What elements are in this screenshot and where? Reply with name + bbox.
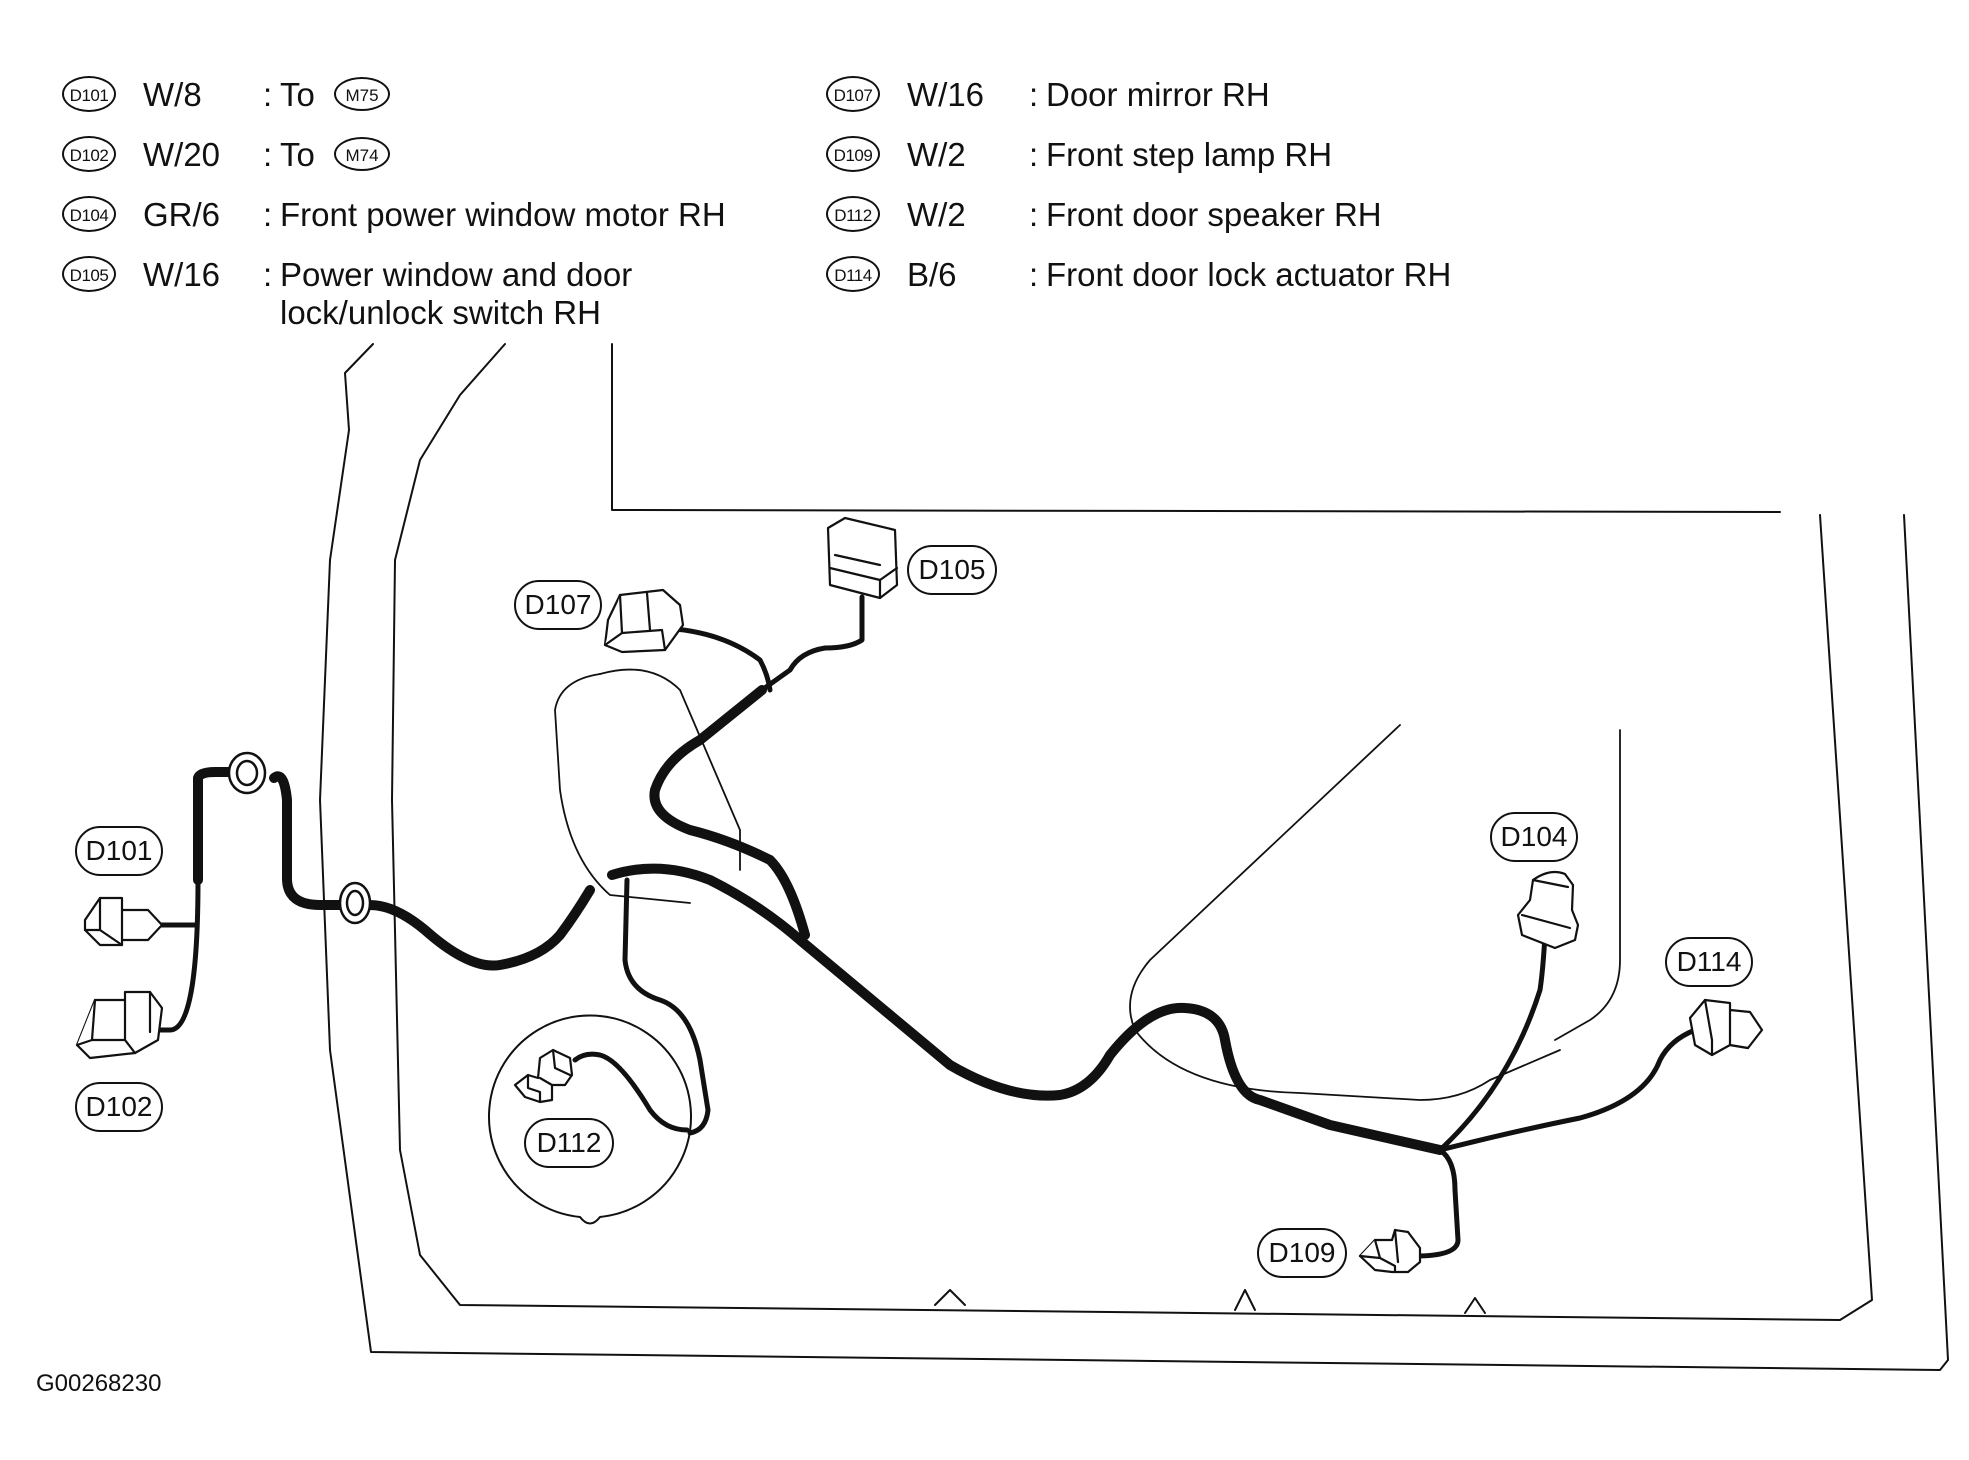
connector-d105-icon [826, 516, 899, 600]
callout-d102: D102 [75, 1082, 163, 1132]
grommet [227, 751, 372, 925]
connector-code-badge: D114 [826, 256, 880, 292]
separator: : [263, 256, 273, 293]
legend-description: Front door lock actuator RH [1046, 256, 1452, 293]
legend-description-text: To [280, 136, 315, 173]
connector-code-badge: D105 [62, 256, 116, 292]
inner-panel-recess [554, 668, 1621, 1101]
separator: : [1029, 256, 1039, 293]
connector-d112-icon [513, 1048, 574, 1104]
figure-id: G00268230 [36, 1370, 162, 1397]
main-harness [193, 685, 1445, 1155]
callout-d114: D114 [1665, 937, 1753, 987]
legend-description-line2: lock/unlock switch RH [280, 294, 601, 331]
legend-description: To M74 [280, 135, 391, 175]
callout-d104: D104 [1490, 812, 1578, 862]
door-panel-outline [319, 343, 1949, 1371]
wire-code: W/16 [143, 256, 221, 293]
connector-d101-icon [83, 896, 164, 947]
legend-row-d102: D102 W/20 : To M74 [62, 135, 782, 175]
wire-code: W/20 [143, 136, 221, 173]
separator: : [263, 196, 273, 233]
branch-wires [149, 594, 1698, 1259]
legend-row-d104: D104 GR/6 : Front power window motor RH [62, 195, 782, 235]
callout-d107: D107 [514, 580, 602, 630]
wire-code: W/2 [907, 196, 966, 233]
callout-d101: D101 [75, 826, 163, 876]
legend-description-text: To [280, 76, 315, 113]
legend-row-d109: D109 W/2 : Front step lamp RH [826, 135, 1546, 175]
connector-code-badge: D104 [62, 196, 116, 232]
connector-code-badge: D109 [826, 136, 880, 172]
legend-description: Door mirror RH [1046, 76, 1270, 113]
legend-row-d114: D114 B/6 : Front door lock actuator RH [826, 255, 1546, 295]
separator: : [1029, 136, 1039, 173]
callout-d105: D105 [907, 545, 997, 595]
legend-description: Front power window motor RH [280, 196, 726, 233]
legend-description: Power window and door [280, 256, 633, 293]
connector-d109-icon [1358, 1228, 1422, 1274]
separator: : [1029, 196, 1039, 233]
window-frame-outline [611, 343, 1781, 513]
target-connector-badge: M74 [334, 137, 391, 172]
connector-d107-icon [603, 588, 685, 654]
callout-d109: D109 [1257, 1228, 1347, 1278]
connector-d114-icon [1688, 998, 1764, 1057]
target-connector-badge: M75 [334, 77, 391, 112]
separator: : [263, 136, 273, 173]
wire-code: B/6 [907, 256, 957, 293]
legend-description: Front step lamp RH [1046, 136, 1333, 173]
wire-code: GR/6 [143, 196, 221, 233]
speaker-outline [488, 1014, 692, 1225]
separator: : [1029, 76, 1039, 113]
callout-d112: D112 [524, 1118, 614, 1168]
connector-code-badge: D101 [62, 76, 116, 112]
connector-code-badge: D107 [826, 76, 880, 112]
wire-code: W/2 [907, 136, 966, 173]
legend-row-d107: D107 W/16 : Door mirror RH [826, 75, 1546, 115]
legend-row-d105: D105 W/16 : Power window and door lock/u… [62, 255, 782, 335]
legend-description: To M75 [280, 75, 391, 115]
legend-row-d112: D112 W/2 : Front door speaker RH [826, 195, 1546, 235]
legend-description: Front door speaker RH [1046, 196, 1382, 233]
connector-code-badge: D112 [826, 196, 880, 232]
wire-code: W/8 [143, 76, 202, 113]
connector-code-badge: D102 [62, 136, 116, 172]
connector-d102-icon [75, 990, 164, 1060]
legend-row-d101: D101 W/8 : To M75 [62, 75, 782, 115]
wire-code: W/16 [907, 76, 985, 113]
connector-d104-icon [1516, 870, 1580, 950]
separator: : [263, 76, 273, 113]
